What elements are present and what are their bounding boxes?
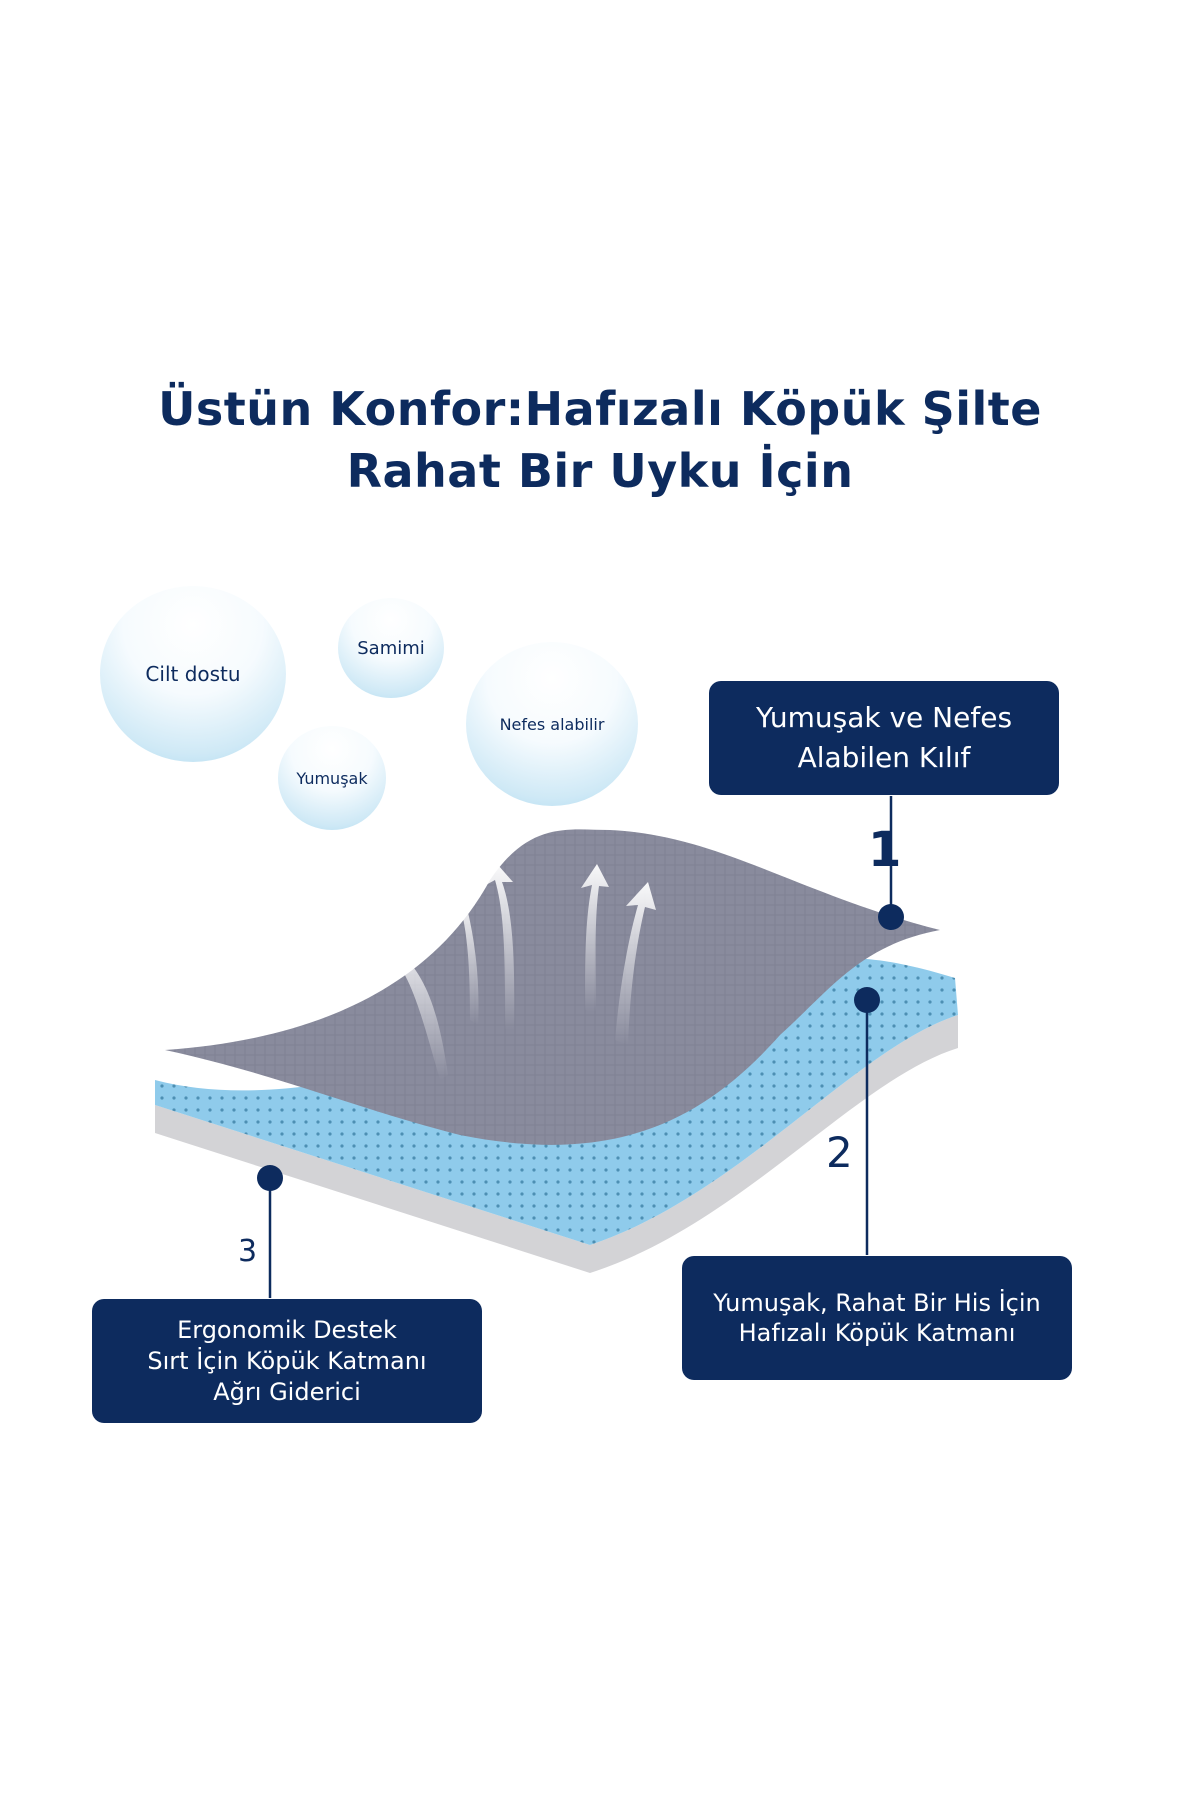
layer-1-line-1: Yumuşak ve Nefes	[755, 701, 1013, 734]
layer-1-callout: Yumuşak ve Nefes Alabilen Kılıf	[709, 681, 1059, 795]
layer-3-number: 3	[238, 1234, 258, 1269]
bubble-intimate-label: Samimi	[357, 637, 425, 659]
title-line-1: Üstün Konfor:Hafızalı Köpük Şilte	[158, 382, 1042, 436]
bubble-breathable-label: Nefes alabilir	[499, 714, 605, 734]
layer-1-marker	[878, 904, 904, 930]
layer-3-line-3: Ağrı Giderici	[213, 1377, 361, 1406]
layer-3-marker	[257, 1165, 283, 1191]
page-title: Üstün Konfor:Hafızalı Köpük Şilte Rahat …	[0, 378, 1200, 502]
bubble-intimate: Samimi	[338, 598, 444, 698]
layer-2-number: 2	[826, 1128, 853, 1177]
bubble-skin-friendly-label: Cilt dostu	[145, 662, 241, 686]
layer-1-number: 1	[868, 822, 902, 878]
title-line-2: Rahat Bir Uyku İçin	[346, 444, 854, 498]
layer-3-line-2: Sırt İçin Köpük Katmanı	[147, 1346, 427, 1375]
layer-2-callout: Yumuşak, Rahat Bir His İçin Hafızalı Köp…	[682, 1256, 1072, 1380]
layer-2-marker	[854, 987, 880, 1013]
airflow-arrow-icon	[581, 864, 609, 1012]
layer-2-line-1: Yumuşak, Rahat Bir His İçin	[713, 1289, 1041, 1317]
bubble-breathable: Nefes alabilir	[466, 642, 638, 806]
bubble-soft: Yumuşak	[278, 726, 386, 830]
bubble-soft-label: Yumuşak	[296, 768, 368, 788]
airflow-arrow-icon	[615, 882, 656, 1045]
airflow-arrow-icon	[372, 930, 448, 1080]
airflow-arrow-icon	[450, 895, 479, 1025]
layer-3-callout: Ergonomik Destek Sırt İçin Köpük Katmanı…	[92, 1299, 482, 1423]
support-foam-layer	[155, 1015, 958, 1273]
layer-2-line-2: Hafızalı Köpük Katmanı	[738, 1319, 1016, 1347]
bubble-skin-friendly: Cilt dostu	[100, 586, 286, 762]
layer-3-line-1: Ergonomik Destek	[177, 1315, 397, 1344]
fabric-cover-layer	[165, 829, 940, 1145]
layer-1-line-2: Alabilen Kılıf	[797, 741, 971, 774]
airflow-arrow-icon	[484, 865, 515, 1030]
